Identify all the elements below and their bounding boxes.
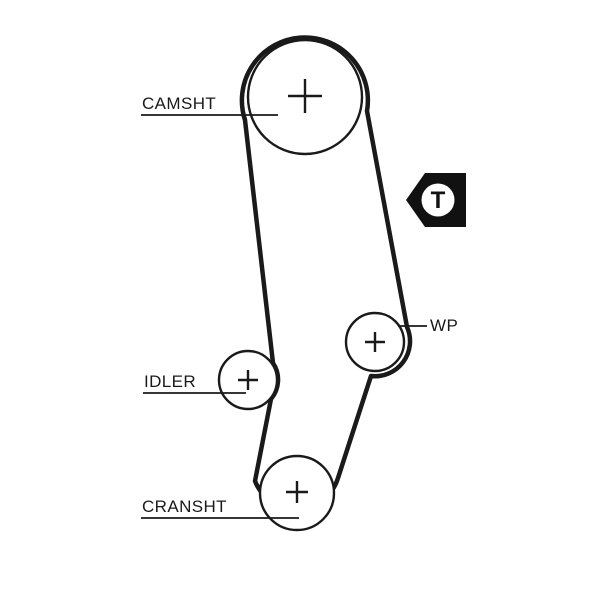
timing-belt-path — [239, 35, 413, 512]
idler-cross-icon — [238, 370, 258, 390]
water-pump-cross-icon — [365, 332, 385, 352]
camshaft-label: CAMSHT — [142, 94, 216, 113]
idler-callout: IDLER — [143, 372, 246, 394]
camshaft-callout: CAMSHT — [141, 94, 278, 116]
idler-label: IDLER — [144, 372, 196, 391]
tensioner-marker: T — [406, 173, 466, 227]
water-pump-callout: WP — [398, 316, 458, 335]
water-pump-pulley — [344, 311, 406, 373]
crankshaft-callout: CRANSHT — [141, 497, 299, 519]
crankshaft-pulley — [258, 454, 336, 532]
tensioner-marker-letter: T — [431, 187, 446, 214]
camshaft-pulley — [246, 38, 364, 156]
water-pump-label: WP — [430, 316, 458, 335]
crankshaft-cross-icon — [286, 481, 308, 503]
tensioner-marker-circle — [421, 183, 455, 217]
camshaft-cross-icon — [288, 79, 322, 113]
crankshaft-label: CRANSHT — [142, 497, 227, 516]
idler-pulley — [217, 349, 279, 411]
